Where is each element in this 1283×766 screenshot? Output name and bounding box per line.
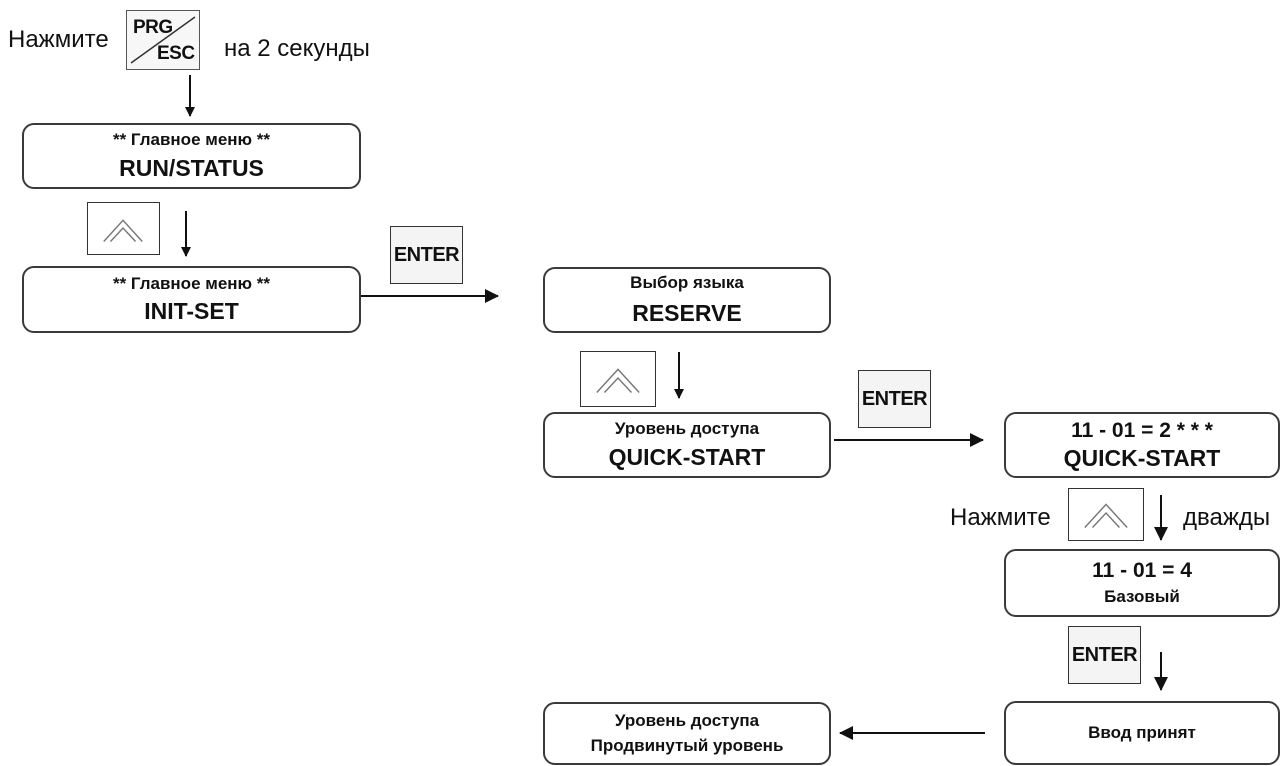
up-arrow-icon	[1084, 503, 1128, 528]
up-key[interactable]	[1068, 488, 1144, 541]
prg-esc-key-divider	[130, 16, 196, 64]
enter-key[interactable]: ENTER	[858, 370, 931, 428]
panel-main-init-set-value: INIT-SET	[144, 298, 239, 325]
panel-language: Выбор языка RESERVE	[543, 267, 831, 333]
up-key[interactable]	[87, 202, 160, 255]
panel-input-accepted: Ввод принят	[1004, 701, 1280, 765]
panel-language-value: RESERVE	[632, 299, 742, 326]
up-arrow-icon	[596, 368, 640, 393]
panel-main-init-set: ** Главное меню ** INIT-SET	[22, 266, 361, 333]
panel-access-advanced-value: Продвинутый уровень	[590, 735, 784, 755]
prg-key-label: PRG	[133, 17, 173, 38]
panel-language-title: Выбор языка	[630, 273, 744, 292]
panel-param-basic-value: 11 - 01 = 4	[1092, 559, 1192, 583]
panel-param-basic: 11 - 01 = 4 Базовый	[1004, 549, 1280, 617]
panel-param-quick-start: 11 - 01 = 2 * * * QUICK-START	[1004, 412, 1280, 478]
up-key[interactable]	[580, 351, 656, 407]
panel-main-run-status: ** Главное меню ** RUN/STATUS	[22, 123, 361, 189]
panel-main-init-set-title: ** Главное меню **	[112, 273, 271, 293]
panel-access-advanced: Уровень доступа Продвинутый уровень	[543, 702, 831, 765]
panel-access-advanced-title: Уровень доступа	[614, 710, 760, 730]
intro-press-label: Нажмите	[8, 26, 109, 53]
press-twice-suffix: дважды	[1183, 504, 1271, 531]
panel-param-basic-mode: Базовый	[1104, 587, 1180, 607]
prg-esc-key[interactable]: PRG ESC	[126, 10, 200, 70]
panel-main-run-status-title: ** Главное меню **	[112, 130, 271, 149]
panel-param-quick-start-value: 11 - 01 = 2 * * *	[1071, 418, 1213, 442]
enter-key[interactable]: ENTER	[390, 226, 463, 284]
panel-main-run-status-value: RUN/STATUS	[119, 154, 264, 181]
esc-key-label: ESC	[157, 43, 195, 64]
panel-param-quick-start-mode: QUICK-START	[1063, 444, 1221, 471]
panel-access-quick-start: Уровень доступа QUICK-START	[543, 412, 831, 478]
panel-input-accepted-text: Ввод принят	[1088, 722, 1196, 742]
up-arrow-icon	[103, 219, 143, 242]
enter-key[interactable]: ENTER	[1068, 626, 1141, 684]
press-twice-label: Нажмите	[950, 504, 1051, 531]
panel-access-quick-start-title: Уровень доступа	[614, 419, 760, 438]
intro-duration: на 2 секунды	[224, 35, 370, 62]
panel-access-quick-start-value: QUICK-START	[608, 443, 766, 470]
